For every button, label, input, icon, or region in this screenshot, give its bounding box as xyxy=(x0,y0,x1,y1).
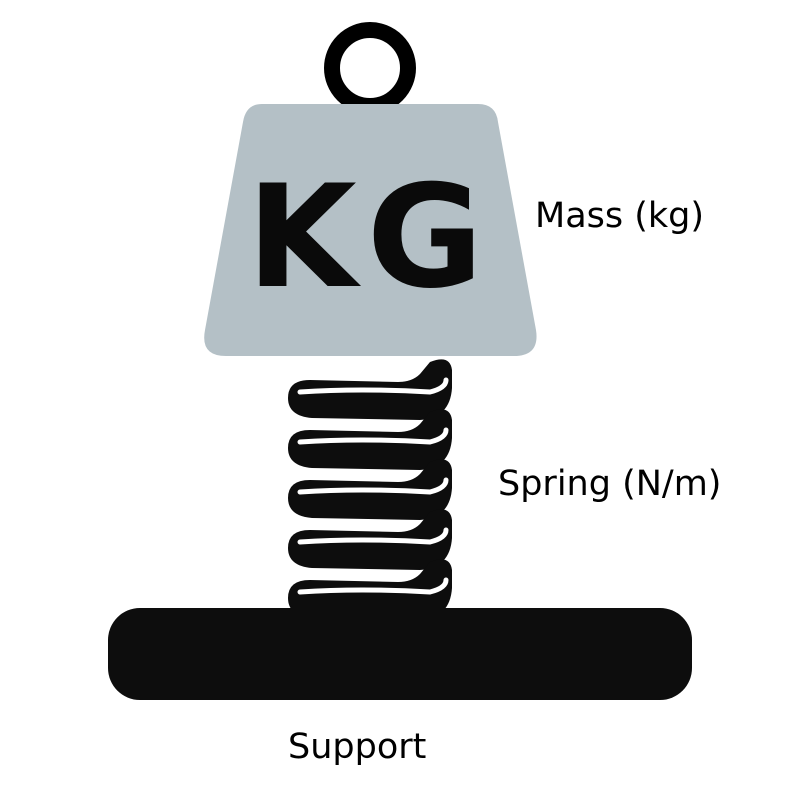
spring-coil-highlight xyxy=(297,527,449,545)
support-label: Support xyxy=(288,727,427,767)
spring-coil-highlight xyxy=(297,377,449,395)
weight-ring xyxy=(324,22,416,114)
spring-coil-highlight xyxy=(297,427,449,445)
kg-mark: KG xyxy=(247,155,494,320)
spring-coil-highlight xyxy=(297,477,449,495)
support-base xyxy=(108,608,692,700)
spring-label: Spring (N/m) xyxy=(498,464,722,504)
spring-coil-highlight xyxy=(297,577,449,595)
mass-label: Mass (kg) xyxy=(535,196,705,236)
spring xyxy=(288,352,452,620)
kg-weight xyxy=(204,104,537,356)
